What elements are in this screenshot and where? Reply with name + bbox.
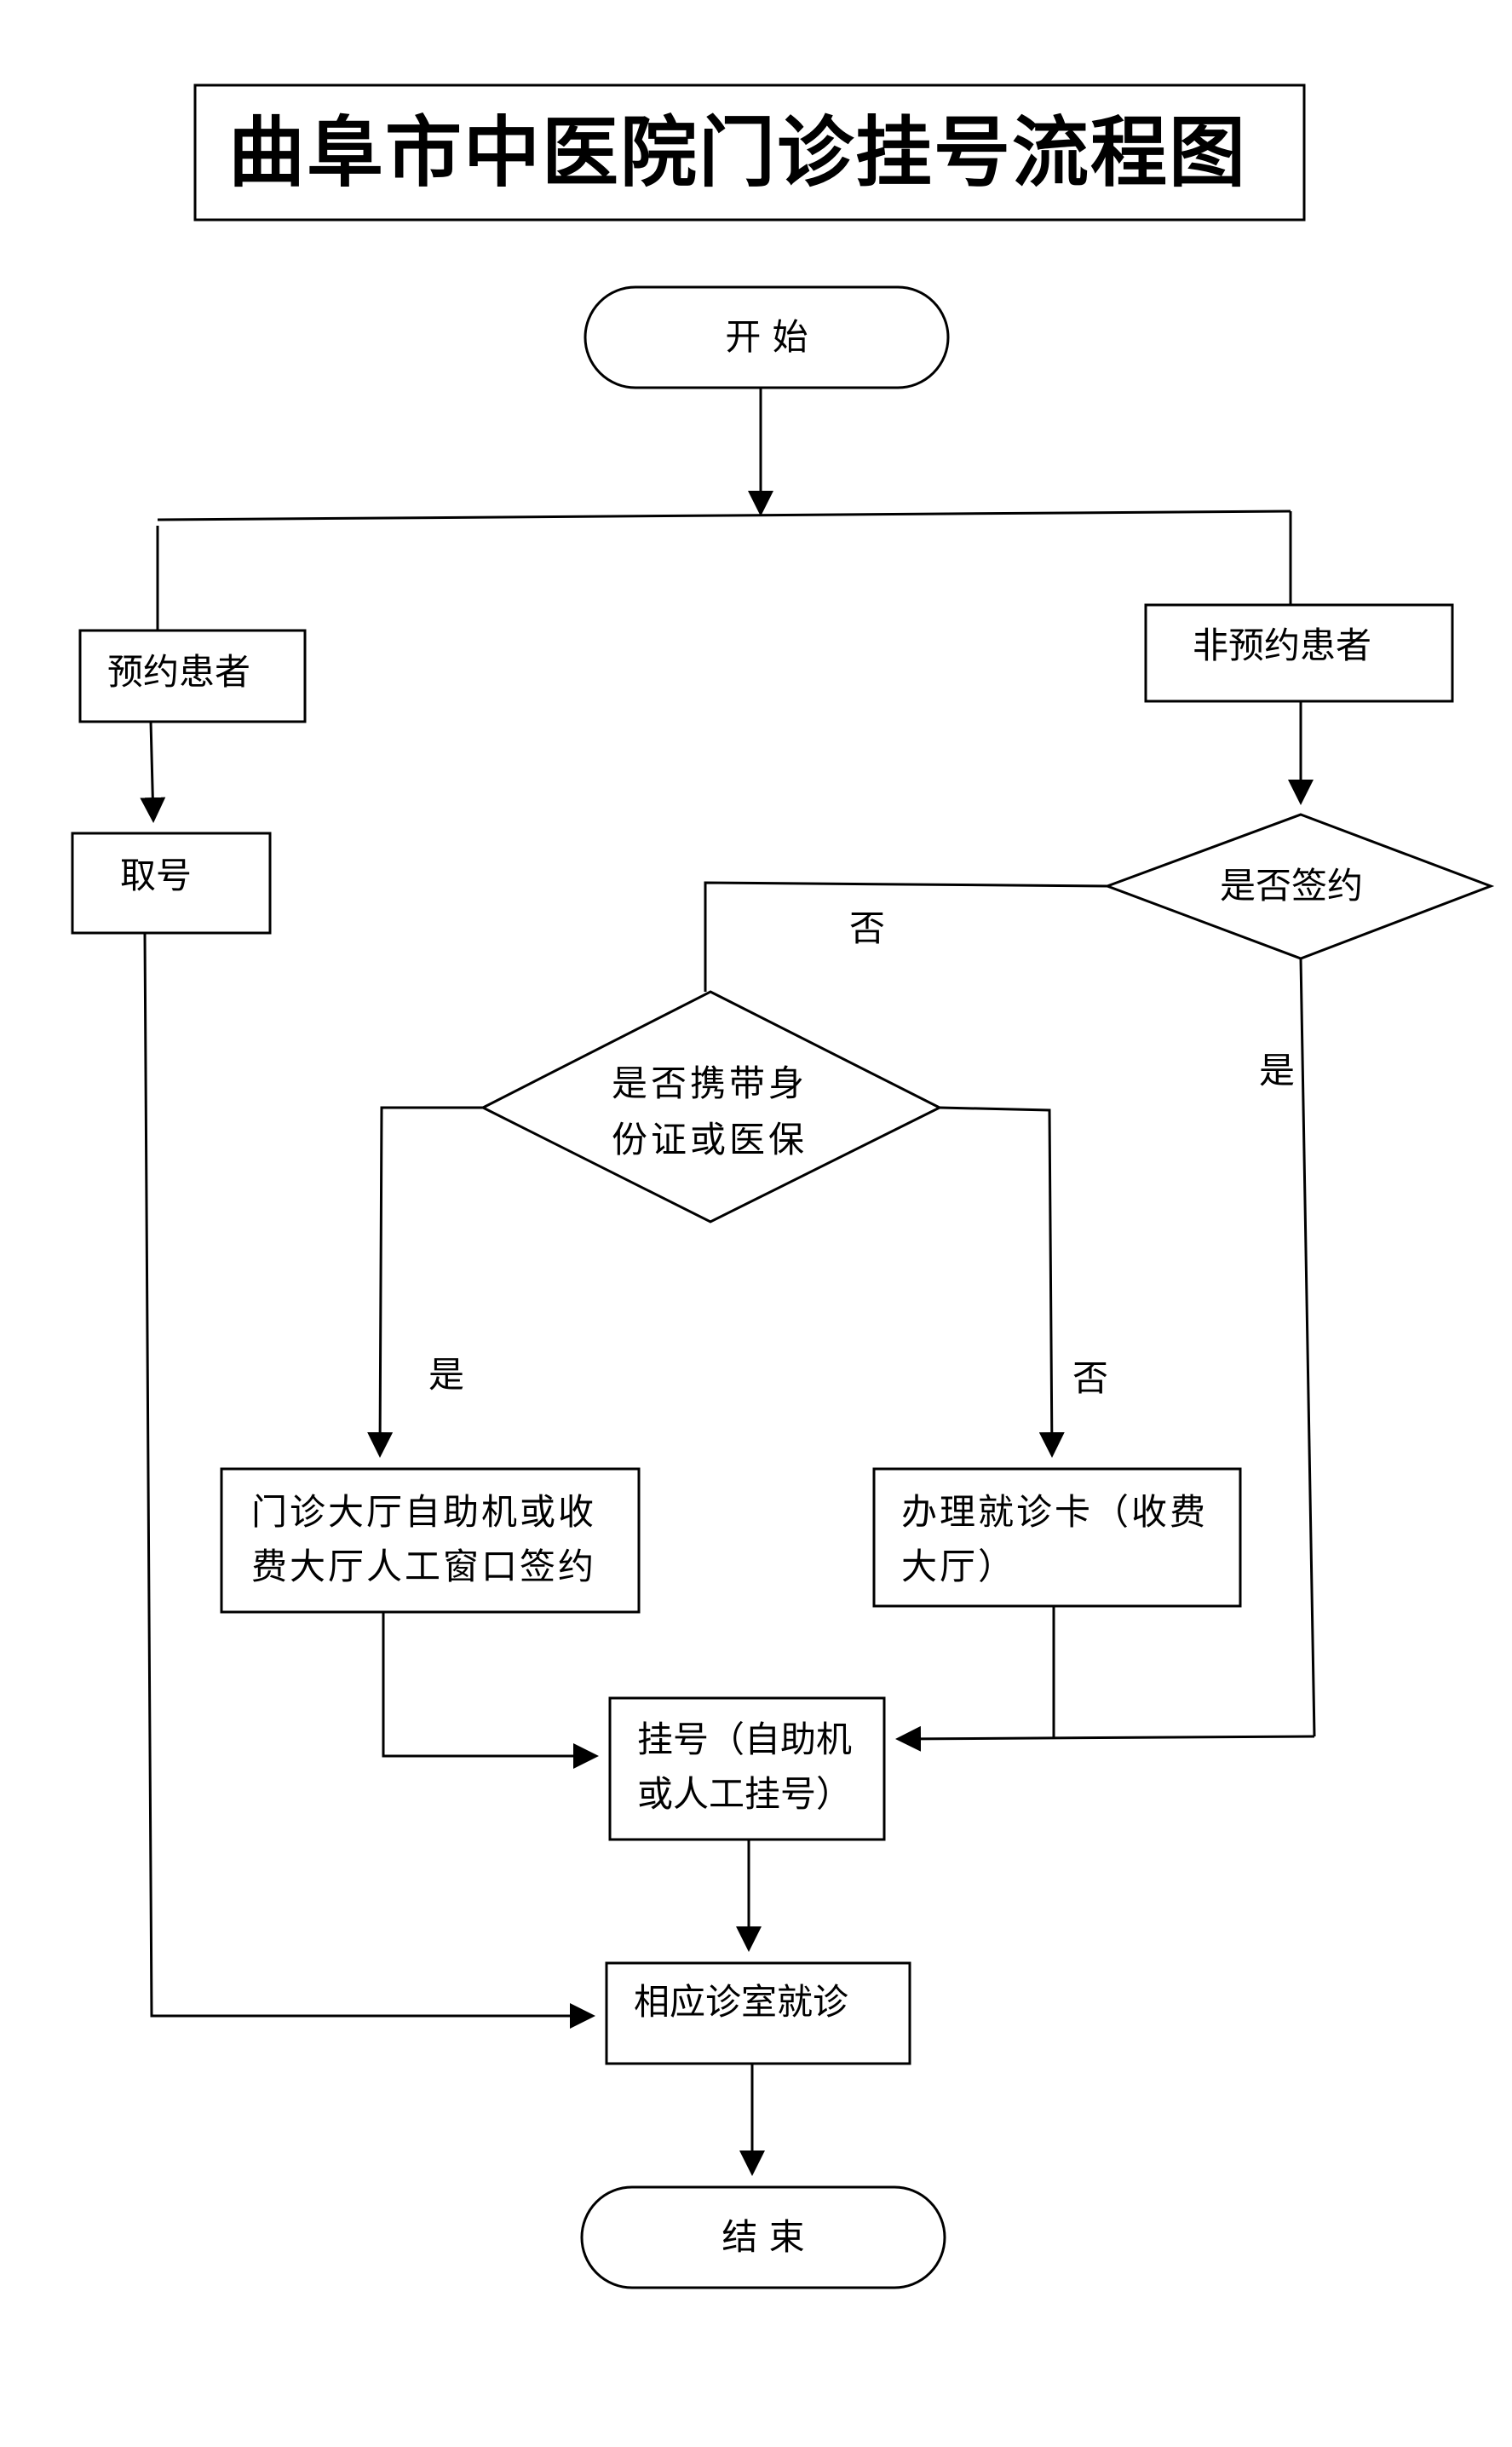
signed-no-connector	[704, 881, 1108, 992]
id-no-edge-label: 否	[1072, 1357, 1109, 1399]
get-card-label: 办理就诊卡（收费 大厅）	[901, 1491, 1209, 1587]
id-card-decision-diamond	[480, 990, 943, 1224]
register-label: 挂号（自助机 或人工挂号）	[637, 1719, 853, 1815]
id-yes-edge-label: 是	[428, 1354, 465, 1396]
get-card-box	[872, 1467, 1242, 1608]
take-number-box	[71, 832, 272, 935]
appointment-patient-box	[78, 629, 307, 723]
appointment-patient-label: 预约患者	[107, 651, 251, 693]
register-box	[608, 1696, 886, 1841]
start-terminal	[584, 285, 950, 389]
clinic-visit-label: 相应诊室就诊	[634, 1981, 849, 2023]
signed-no-edge-label: 否	[849, 907, 886, 949]
take-number-label: 取号	[120, 855, 193, 896]
signed-question-label: 是否签约	[1220, 865, 1364, 907]
id-question-label-line1: 是否携带身	[612, 1062, 808, 1104]
start-label: 开 始	[725, 316, 808, 358]
self-sign-to-register-arrow	[382, 1612, 599, 1769]
self-service-sign-label: 门诊大厅自助机或收 费大厅人工窗口签约	[251, 1491, 597, 1587]
self-service-sign-box	[220, 1467, 641, 1614]
id-no-connector	[939, 1106, 1065, 1458]
id-question-label-line2: 份证或医保	[612, 1119, 808, 1160]
non-appointment-patient-label: 非预约患者	[1193, 625, 1372, 666]
end-label: 结 束	[722, 2216, 805, 2258]
non-appointment-patient-box	[1144, 603, 1454, 703]
signed-yes-edge-label: 是	[1259, 1050, 1296, 1091]
signed-yes-connector	[1299, 958, 1316, 1737]
appointment-to-take-number-arrow	[140, 721, 166, 823]
title-frame	[193, 83, 1306, 222]
take-number-to-clinic-arrow	[143, 932, 595, 2029]
signed-yes-to-register-arrow	[895, 1725, 1315, 1752]
page-title: 曲阜市中医院门诊挂号流程图	[228, 108, 1247, 198]
split-horizontal-line	[157, 510, 1291, 521]
clinic-visit-box	[605, 1961, 911, 2065]
end-terminal	[580, 2185, 946, 2289]
id-yes-connector	[367, 1106, 483, 1458]
